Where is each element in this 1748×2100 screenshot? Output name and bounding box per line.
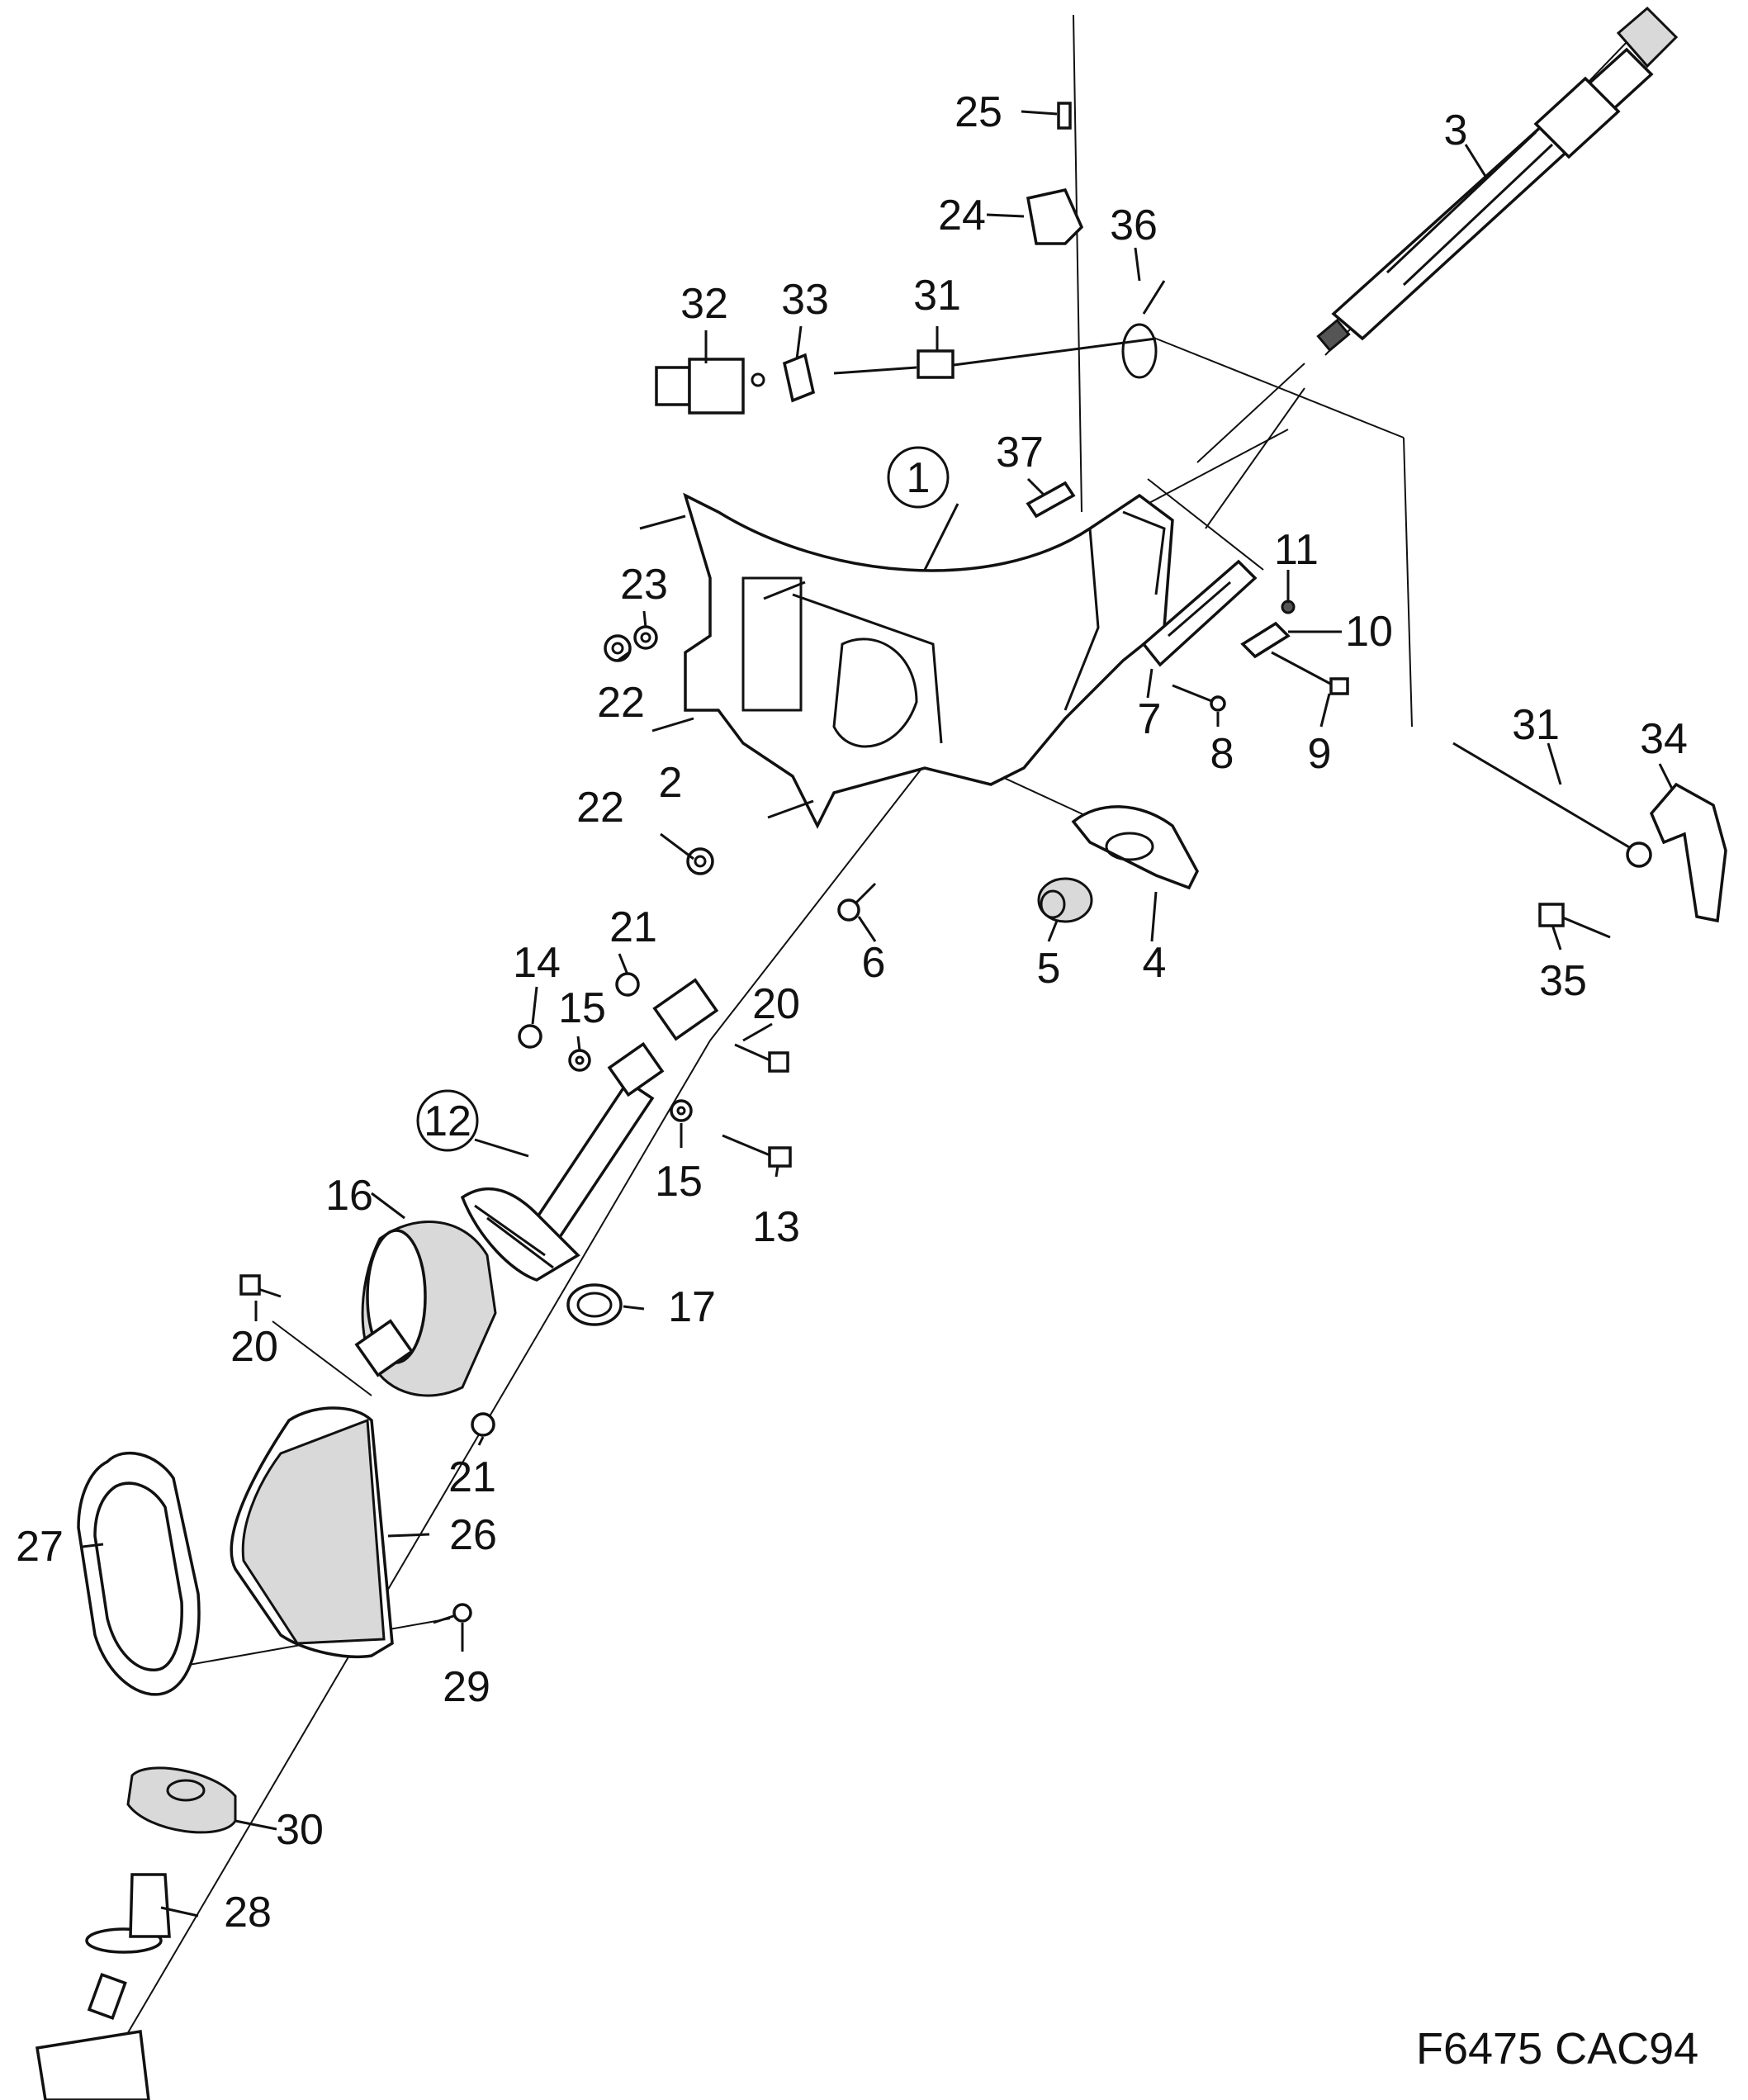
- callout-24: 24: [938, 192, 986, 239]
- callout-circle-1: [887, 446, 950, 509]
- callout-28: 28: [224, 1889, 272, 1936]
- intermediate-shaft: [460, 1079, 655, 1282]
- ring-17: [566, 1283, 623, 1326]
- screw-8: [1172, 684, 1226, 712]
- bracket-clip-24: [1026, 187, 1084, 245]
- pin-25: [1057, 102, 1072, 130]
- callout-20-upper: 20: [752, 980, 800, 1028]
- callout-6: 6: [862, 939, 886, 987]
- callout-26: 26: [449, 1511, 497, 1559]
- callout-2: 2: [659, 759, 683, 807]
- callout-36: 36: [1110, 201, 1158, 249]
- bolt-20-lower: [239, 1274, 282, 1298]
- cover-plate-26: [230, 1406, 394, 1659]
- callout-16: 16: [325, 1172, 373, 1220]
- callout-25: 25: [955, 88, 1002, 136]
- callout-37: 37: [996, 429, 1044, 476]
- callout-17: 17: [668, 1283, 716, 1331]
- callout-29: 29: [443, 1663, 490, 1711]
- callout-1: 1: [907, 454, 931, 502]
- cable-fitting-32: [655, 358, 765, 415]
- bolt-20-upper: [734, 1043, 789, 1073]
- nut-22-lower: [686, 847, 714, 875]
- grommet-28: [85, 1873, 171, 1954]
- leader-lines: [82, 110, 1674, 1917]
- assembly-lines: [123, 14, 1652, 2041]
- bushing-5: [1037, 877, 1093, 923]
- cable-tie-36: [1121, 280, 1166, 379]
- callout-35: 35: [1539, 957, 1587, 1005]
- callout-14: 14: [513, 939, 561, 987]
- callout-13: 13: [752, 1203, 800, 1251]
- washer-15-lower: [670, 1099, 693, 1122]
- universal-joint-lower: [354, 1319, 414, 1377]
- nut-21-upper: [615, 972, 640, 997]
- cable-31-lower: [1452, 742, 1652, 868]
- nut-21-lower: [471, 1412, 495, 1437]
- callout-15-lower: 15: [655, 1158, 703, 1206]
- nut-14: [518, 1024, 542, 1049]
- gasket-27: [77, 1451, 201, 1696]
- callout-3: 3: [1444, 107, 1468, 154]
- callout-32: 32: [680, 280, 728, 328]
- callout-31-lower: 31: [1512, 701, 1560, 749]
- callout-9: 9: [1308, 730, 1332, 778]
- callout-22-lower: 22: [576, 784, 624, 832]
- callout-7: 7: [1138, 695, 1162, 743]
- steering-column-shaft: [1316, 6, 1679, 353]
- bolt-35: [1538, 903, 1611, 939]
- main-bracket: [683, 492, 1174, 829]
- strip-37: [1026, 481, 1076, 519]
- screw-29: [433, 1603, 472, 1624]
- callout-labels: 1 2 3 4 5 6 7 8 9 10 11 12 13 14 15 15 1…: [16, 88, 1688, 1936]
- callout-21-lower: 21: [448, 1453, 496, 1501]
- callout-8: 8: [1210, 730, 1234, 778]
- figure-code: F6475 CAC94: [1416, 2024, 1699, 2074]
- screw-11: [1281, 600, 1296, 614]
- callout-33: 33: [781, 276, 829, 324]
- callout-circle-12: [416, 1089, 479, 1152]
- callout-10: 10: [1345, 608, 1393, 656]
- studs-2: [639, 514, 814, 819]
- washer-15-upper: [568, 1049, 591, 1072]
- callout-34: 34: [1640, 715, 1688, 763]
- callout-27: 27: [16, 1523, 64, 1571]
- callout-12: 12: [424, 1097, 471, 1145]
- seal-30: [126, 1766, 237, 1834]
- lower-shaft-end: [35, 1972, 150, 2100]
- screw-6: [837, 882, 877, 922]
- washer-23: [633, 625, 658, 650]
- callout-11: 11: [1274, 526, 1319, 574]
- callout-21-upper: 21: [609, 903, 657, 951]
- cable-31-upper: [833, 337, 1157, 379]
- adjuster-plate: [1141, 559, 1258, 667]
- clip-10: [1240, 621, 1291, 659]
- bolt-13: [722, 1134, 792, 1168]
- callout-30: 30: [276, 1806, 324, 1854]
- bracket-34: [1649, 782, 1727, 923]
- callout-4: 4: [1143, 939, 1167, 987]
- nut-22-upper: [604, 634, 632, 662]
- bolt-9: [1271, 651, 1349, 695]
- callout-20-lower: 20: [230, 1323, 278, 1371]
- callout-23: 23: [620, 561, 668, 609]
- callout-22-upper: 22: [597, 679, 645, 727]
- callout-15-upper: 15: [558, 984, 606, 1032]
- callout-31-upper: 31: [913, 272, 961, 320]
- universal-joint-upper: [607, 978, 719, 1097]
- clip-33: [782, 353, 816, 403]
- callout-5: 5: [1037, 945, 1061, 993]
- flange-4: [1071, 805, 1199, 890]
